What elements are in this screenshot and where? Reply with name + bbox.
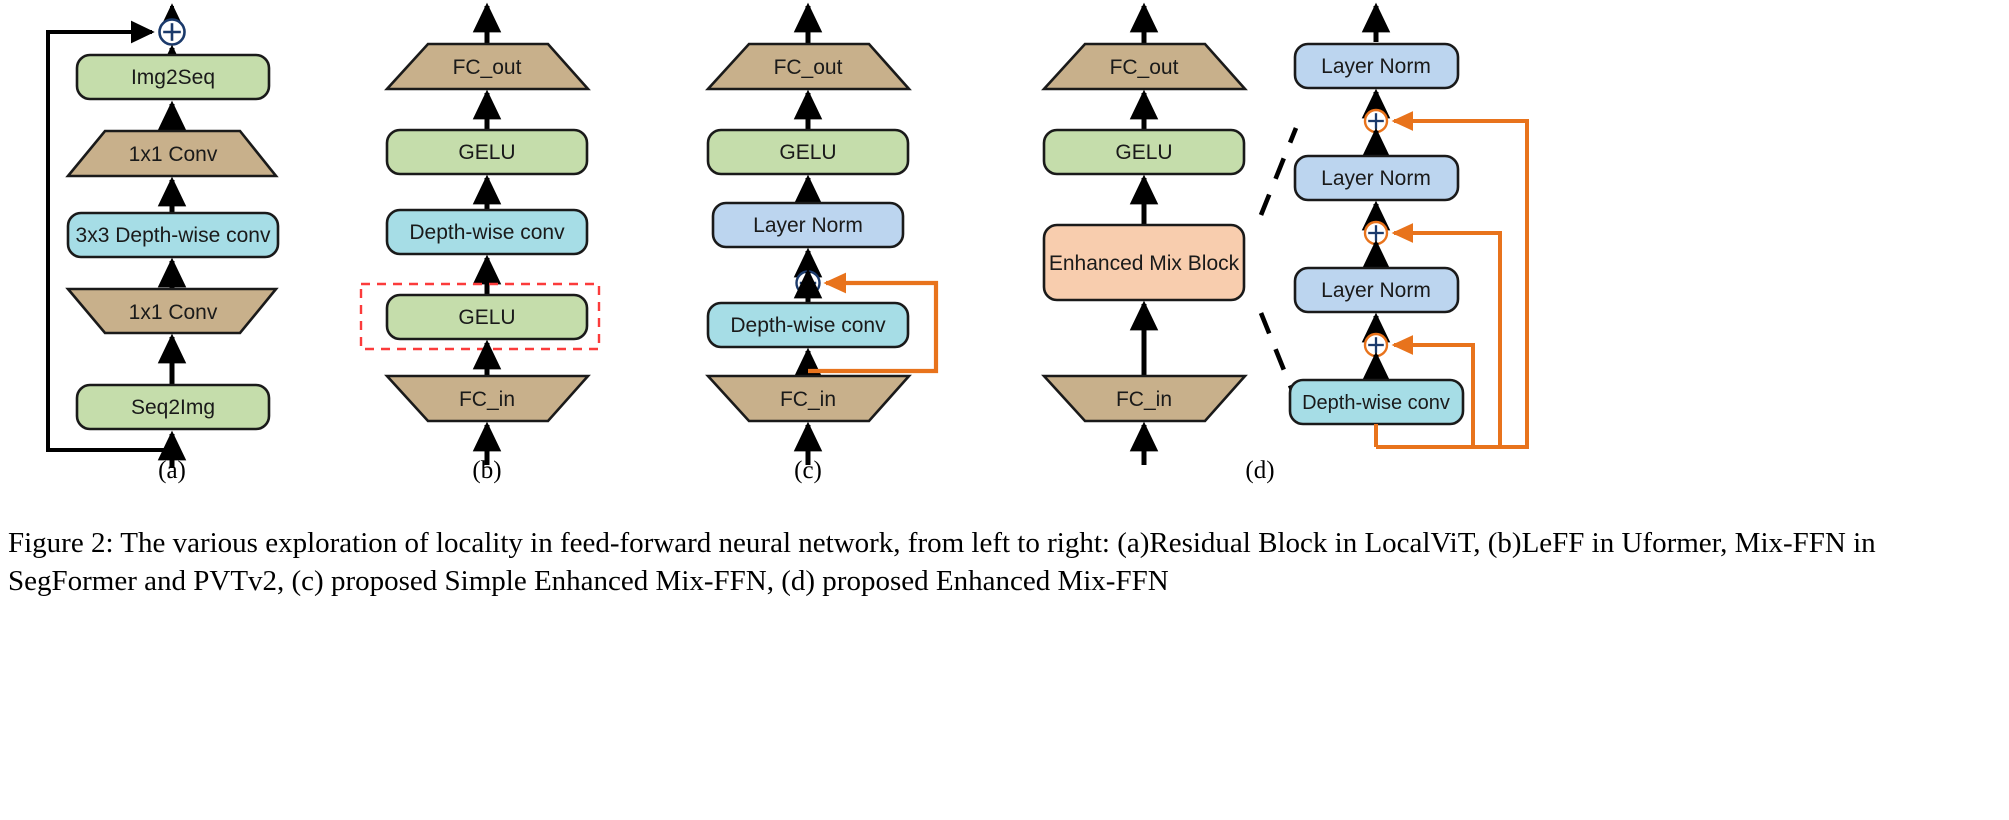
column-label-d: (d)	[1245, 457, 1275, 484]
block-d-fc-in: FC_in	[1041, 374, 1248, 423]
block-expansion-layer-norm-1: Layer Norm	[1293, 266, 1460, 314]
block-a-conv-1x1-upper-label: 1x1 Conv	[129, 143, 218, 166]
block-expansion-depthwise-conv: Depth-wise conv	[1288, 378, 1465, 426]
column-b: FC_out GELU Depth-wise conv GELU	[359, 2, 601, 465]
skip-connection-c	[808, 272, 939, 374]
block-d-enhanced-mix-block-label: Enhanced Mix Block	[1049, 252, 1240, 275]
column-d: FC_out GELU Enhanced Mix Block FC_in	[1041, 2, 1248, 465]
column-a: Img2Seq 1x1 Conv 3x3 Depth-wise conv 1x1…	[46, 3, 280, 468]
block-a-conv-1x1-lower-label: 1x1 Conv	[129, 301, 218, 324]
block-expansion-layer-norm-2-label: Layer Norm	[1321, 167, 1431, 190]
block-c-layer-norm-label: Layer Norm	[753, 214, 863, 237]
block-c-depthwise-conv-label: Depth-wise conv	[730, 314, 886, 337]
block-c-depthwise-conv: Depth-wise conv	[706, 301, 910, 349]
block-b-gelu-lower: GELU	[385, 293, 589, 341]
block-c-fc-in: FC_in	[705, 374, 912, 423]
column-c: FC_out GELU Layer Norm	[705, 2, 939, 465]
enhanced-mix-block-expansion: Layer Norm Layer Norm	[1288, 2, 1529, 449]
column-label-c: (c)	[794, 457, 822, 484]
block-a-img2seq: Img2Seq	[75, 53, 271, 101]
expansion-dashed-line-lower	[1258, 312, 1299, 401]
block-d-fc-out-label: FC_out	[1110, 56, 1179, 79]
expansion-dashed-line-upper	[1258, 127, 1299, 216]
block-a-depthwise-conv-3x3-label: 3x3 Depth-wise conv	[76, 224, 271, 247]
column-label-a: (a)	[158, 457, 186, 484]
block-a-seq2img: Seq2Img	[75, 383, 271, 431]
residual-adder-a	[158, 18, 186, 46]
residual-adder-expansion-3	[1363, 108, 1389, 134]
skip-connection-expansion-1	[1376, 335, 1475, 449]
residual-adder-expansion-1	[1363, 332, 1389, 358]
block-b-gelu-lower-label: GELU	[458, 306, 515, 329]
block-c-gelu: GELU	[706, 128, 910, 176]
block-expansion-layer-norm-3-label: Layer Norm	[1321, 55, 1431, 78]
block-b-fc-in-label: FC_in	[459, 388, 515, 411]
block-b-depthwise-conv: Depth-wise conv	[385, 208, 589, 256]
block-b-gelu-upper: GELU	[385, 128, 589, 176]
block-expansion-layer-norm-3: Layer Norm	[1293, 42, 1460, 90]
block-c-layer-norm: Layer Norm	[711, 201, 905, 249]
block-expansion-depthwise-conv-label: Depth-wise conv	[1302, 392, 1450, 414]
block-b-gelu-upper-label: GELU	[458, 141, 515, 164]
block-expansion-layer-norm-1-label: Layer Norm	[1321, 279, 1431, 302]
block-c-fc-out: FC_out	[705, 42, 912, 91]
block-c-fc-out-label: FC_out	[774, 56, 843, 79]
block-d-fc-in-label: FC_in	[1116, 388, 1172, 411]
block-b-fc-in: FC_in	[384, 374, 591, 423]
figure-caption: Figure 2: The various exploration of loc…	[8, 527, 1876, 597]
block-a-conv-1x1-upper: 1x1 Conv	[65, 129, 279, 178]
block-b-fc-out-label: FC_out	[453, 56, 522, 79]
column-label-b: (b)	[472, 457, 502, 484]
block-b-fc-out: FC_out	[384, 42, 591, 91]
block-a-depthwise-conv-3x3: 3x3 Depth-wise conv	[66, 211, 280, 259]
block-b-depthwise-conv-label: Depth-wise conv	[409, 221, 565, 244]
skip-connection-a	[46, 20, 172, 452]
block-d-gelu-label: GELU	[1115, 141, 1172, 164]
block-c-gelu-label: GELU	[779, 141, 836, 164]
residual-adder-expansion-2	[1363, 220, 1389, 246]
block-a-img2seq-label: Img2Seq	[131, 66, 215, 89]
block-d-enhanced-mix-block: Enhanced Mix Block	[1042, 223, 1246, 302]
enhanced-mix-block-expansion-connector	[1258, 127, 1299, 401]
block-d-fc-out: FC_out	[1041, 42, 1248, 91]
block-a-seq2img-label: Seq2Img	[131, 396, 215, 419]
block-c-fc-in-label: FC_in	[780, 388, 836, 411]
figure-2-diagram: Img2Seq 1x1 Conv 3x3 Depth-wise conv 1x1…	[46, 2, 1529, 468]
block-d-gelu: GELU	[1042, 128, 1246, 176]
block-expansion-layer-norm-2: Layer Norm	[1293, 154, 1460, 202]
block-a-conv-1x1-lower: 1x1 Conv	[65, 287, 279, 335]
